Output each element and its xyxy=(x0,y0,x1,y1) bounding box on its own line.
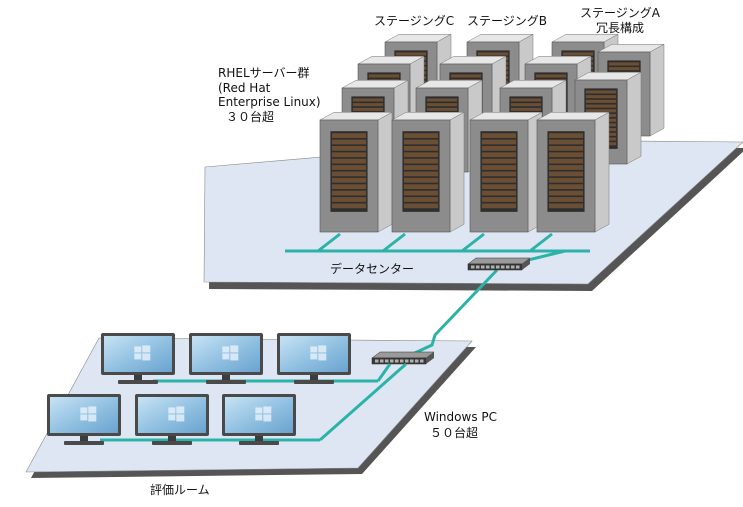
desktop-monitor-icon-top-0 xyxy=(101,333,175,384)
label-eval-room: 評価ルーム xyxy=(150,483,210,497)
desktop-monitor-icon-top-2 xyxy=(277,333,351,384)
server-front-3 xyxy=(536,111,610,233)
label-datacenter: データセンター xyxy=(330,262,415,276)
network-switch-icon xyxy=(467,257,531,271)
label-rhel-paren1: (Red Hat xyxy=(218,81,271,95)
label-staging-a: ステージングA xyxy=(580,6,660,20)
label-rhel-paren2: Enterprise Linux) xyxy=(218,95,321,109)
desktop-monitor-icon-bottom-2 xyxy=(222,394,296,445)
label-windows-pc: Windows PC xyxy=(424,410,497,424)
server-front-1 xyxy=(391,111,465,233)
desktop-monitor-icon-bottom-0 xyxy=(47,394,121,445)
eval-room-network xyxy=(100,362,407,442)
desktop-monitor-icon-top-1 xyxy=(189,333,263,384)
server-front-0 xyxy=(319,111,393,233)
network-switch-icon-eval xyxy=(371,351,435,365)
label-staging-c: ステージングC xyxy=(374,14,455,28)
label-rhel-group: RHELサーバー群 xyxy=(218,66,310,80)
label-rhel-count: ３０台超 xyxy=(226,110,275,124)
label-windows-count: ５０台超 xyxy=(430,426,479,440)
desktop-monitor-icon-bottom-1 xyxy=(135,394,209,445)
server-front-2 xyxy=(469,111,543,233)
uplink xyxy=(403,268,499,360)
label-staging-a-sub: 冗長構成 xyxy=(595,21,644,35)
label-staging-b: ステージングB xyxy=(467,14,547,28)
